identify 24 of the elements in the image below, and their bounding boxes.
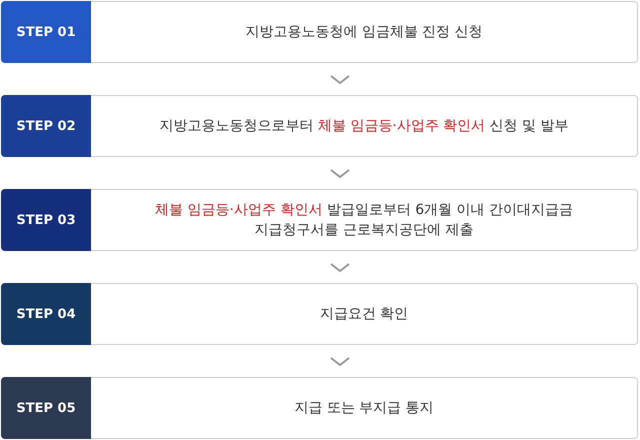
step-text: 지급 또는 부지급 통지 <box>294 398 434 418</box>
step-label-box <box>1 189 91 251</box>
step-description-box <box>91 377 638 439</box>
step-text: 지방고용노동청에 임금체불 진정 신청 <box>245 22 483 42</box>
step-description-box <box>91 189 638 251</box>
step-label-box <box>1 283 91 345</box>
step-text: 체불 임금등·사업주 확인서 발급일로부터 6개월 이내 간이대지급금 지급청구서를 근로복지공단에 제출 <box>154 200 574 240</box>
step-text: 지급요건 확인 <box>320 304 408 324</box>
step-number: STEP 03 <box>16 212 76 228</box>
down-chevron-arrow <box>330 263 350 272</box>
down-chevron-arrow <box>330 357 350 366</box>
step-number: STEP 04 <box>16 306 76 322</box>
step-description-box <box>91 95 638 157</box>
step-number: STEP 05 <box>16 400 76 416</box>
step-number: STEP 01 <box>16 24 76 40</box>
step-label-box <box>1 377 91 439</box>
step-text: 지방고용노동청으로부터 체불 임금등·사업주 확인서 신청 및 발부 <box>159 116 569 136</box>
step-description-box <box>91 283 638 345</box>
step-label-box <box>1 95 91 157</box>
down-chevron-arrow <box>330 75 350 84</box>
step-description-box <box>91 1 638 63</box>
step-number: STEP 02 <box>16 118 76 134</box>
step-label-box <box>1 1 91 63</box>
down-chevron-arrow <box>330 169 350 178</box>
